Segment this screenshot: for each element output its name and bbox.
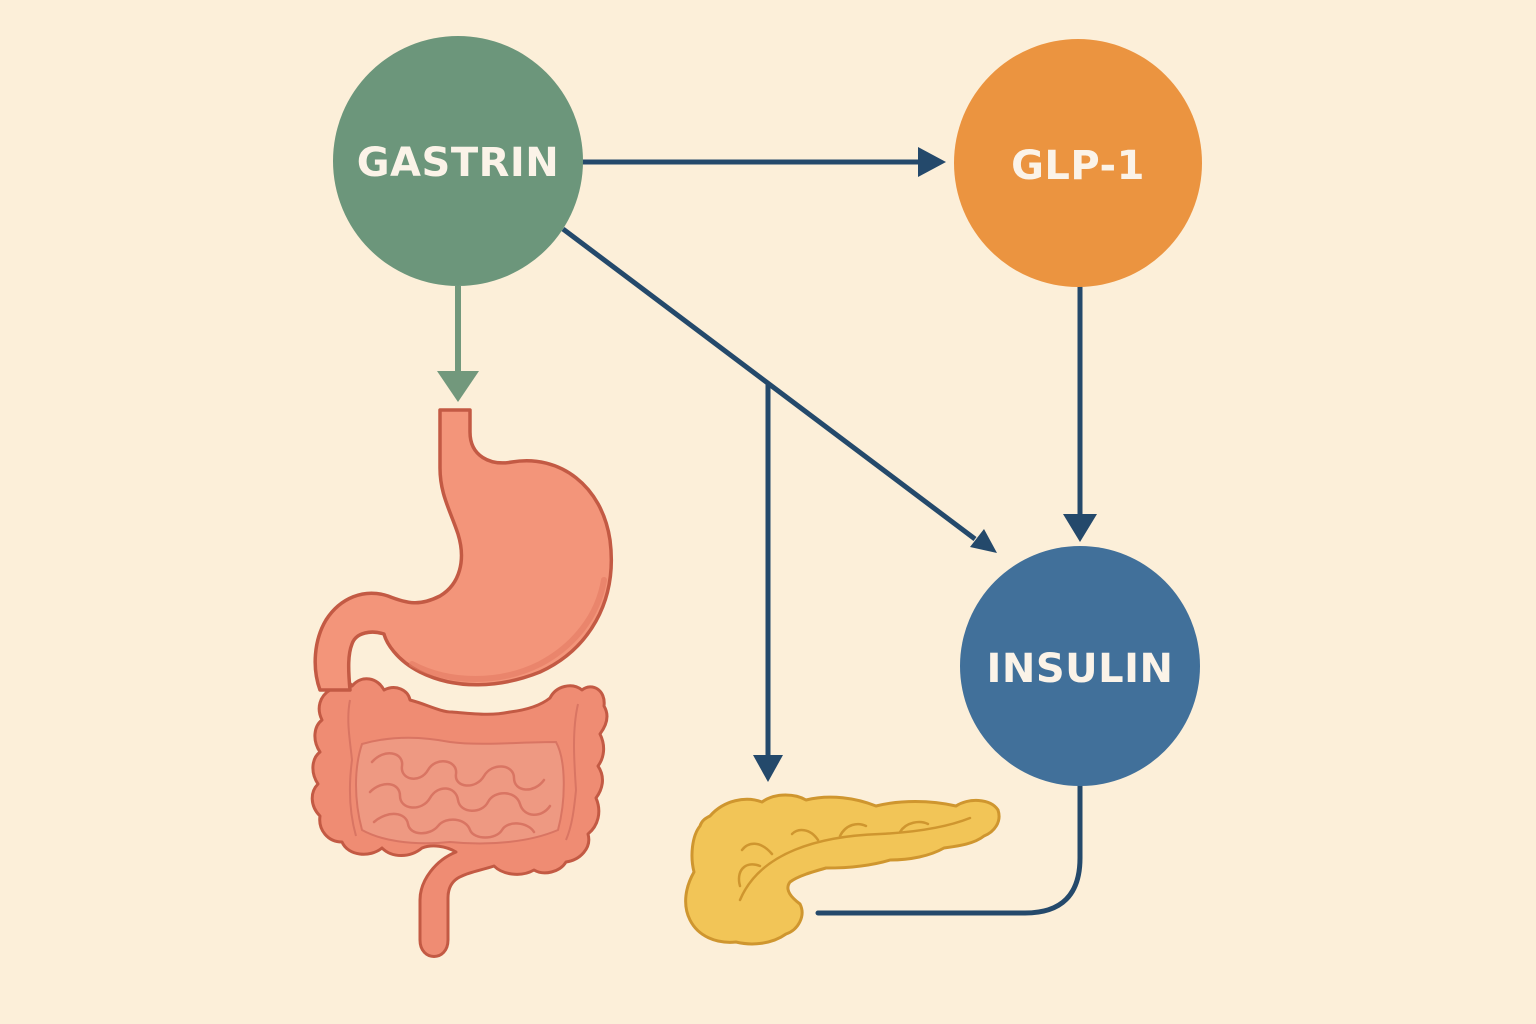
colon-inner-line (347, 699, 357, 837)
digestive-tract-icon (310, 408, 613, 958)
stomach (313, 408, 613, 692)
node-insulin-label: INSULIN (987, 646, 1174, 692)
node-gastrin-label: GASTRIN (357, 140, 560, 186)
colon-inner-line-right (565, 703, 579, 841)
arrows (437, 147, 1097, 916)
node-gastrin: GASTRIN (333, 36, 583, 286)
pancreas (684, 793, 1001, 946)
small-intestine-coils (368, 752, 552, 839)
arrow-glp1-to-insulin (1063, 286, 1097, 542)
stomach-shading (409, 577, 607, 682)
arrow-insulin-to-pancreas (815, 783, 1083, 916)
node-glp1-label: GLP-1 (1011, 143, 1145, 189)
arrow-branch-to-pancreas (753, 382, 783, 782)
pancreas-icon (684, 793, 1001, 946)
arrow-gastrin-to-stomach (437, 286, 479, 402)
node-insulin: INSULIN (960, 546, 1200, 786)
node-glp1: GLP-1 (954, 39, 1202, 287)
small-intestine (355, 736, 565, 845)
pancreas-duct (737, 816, 972, 902)
arrow-gastrin-to-glp1 (582, 147, 946, 177)
